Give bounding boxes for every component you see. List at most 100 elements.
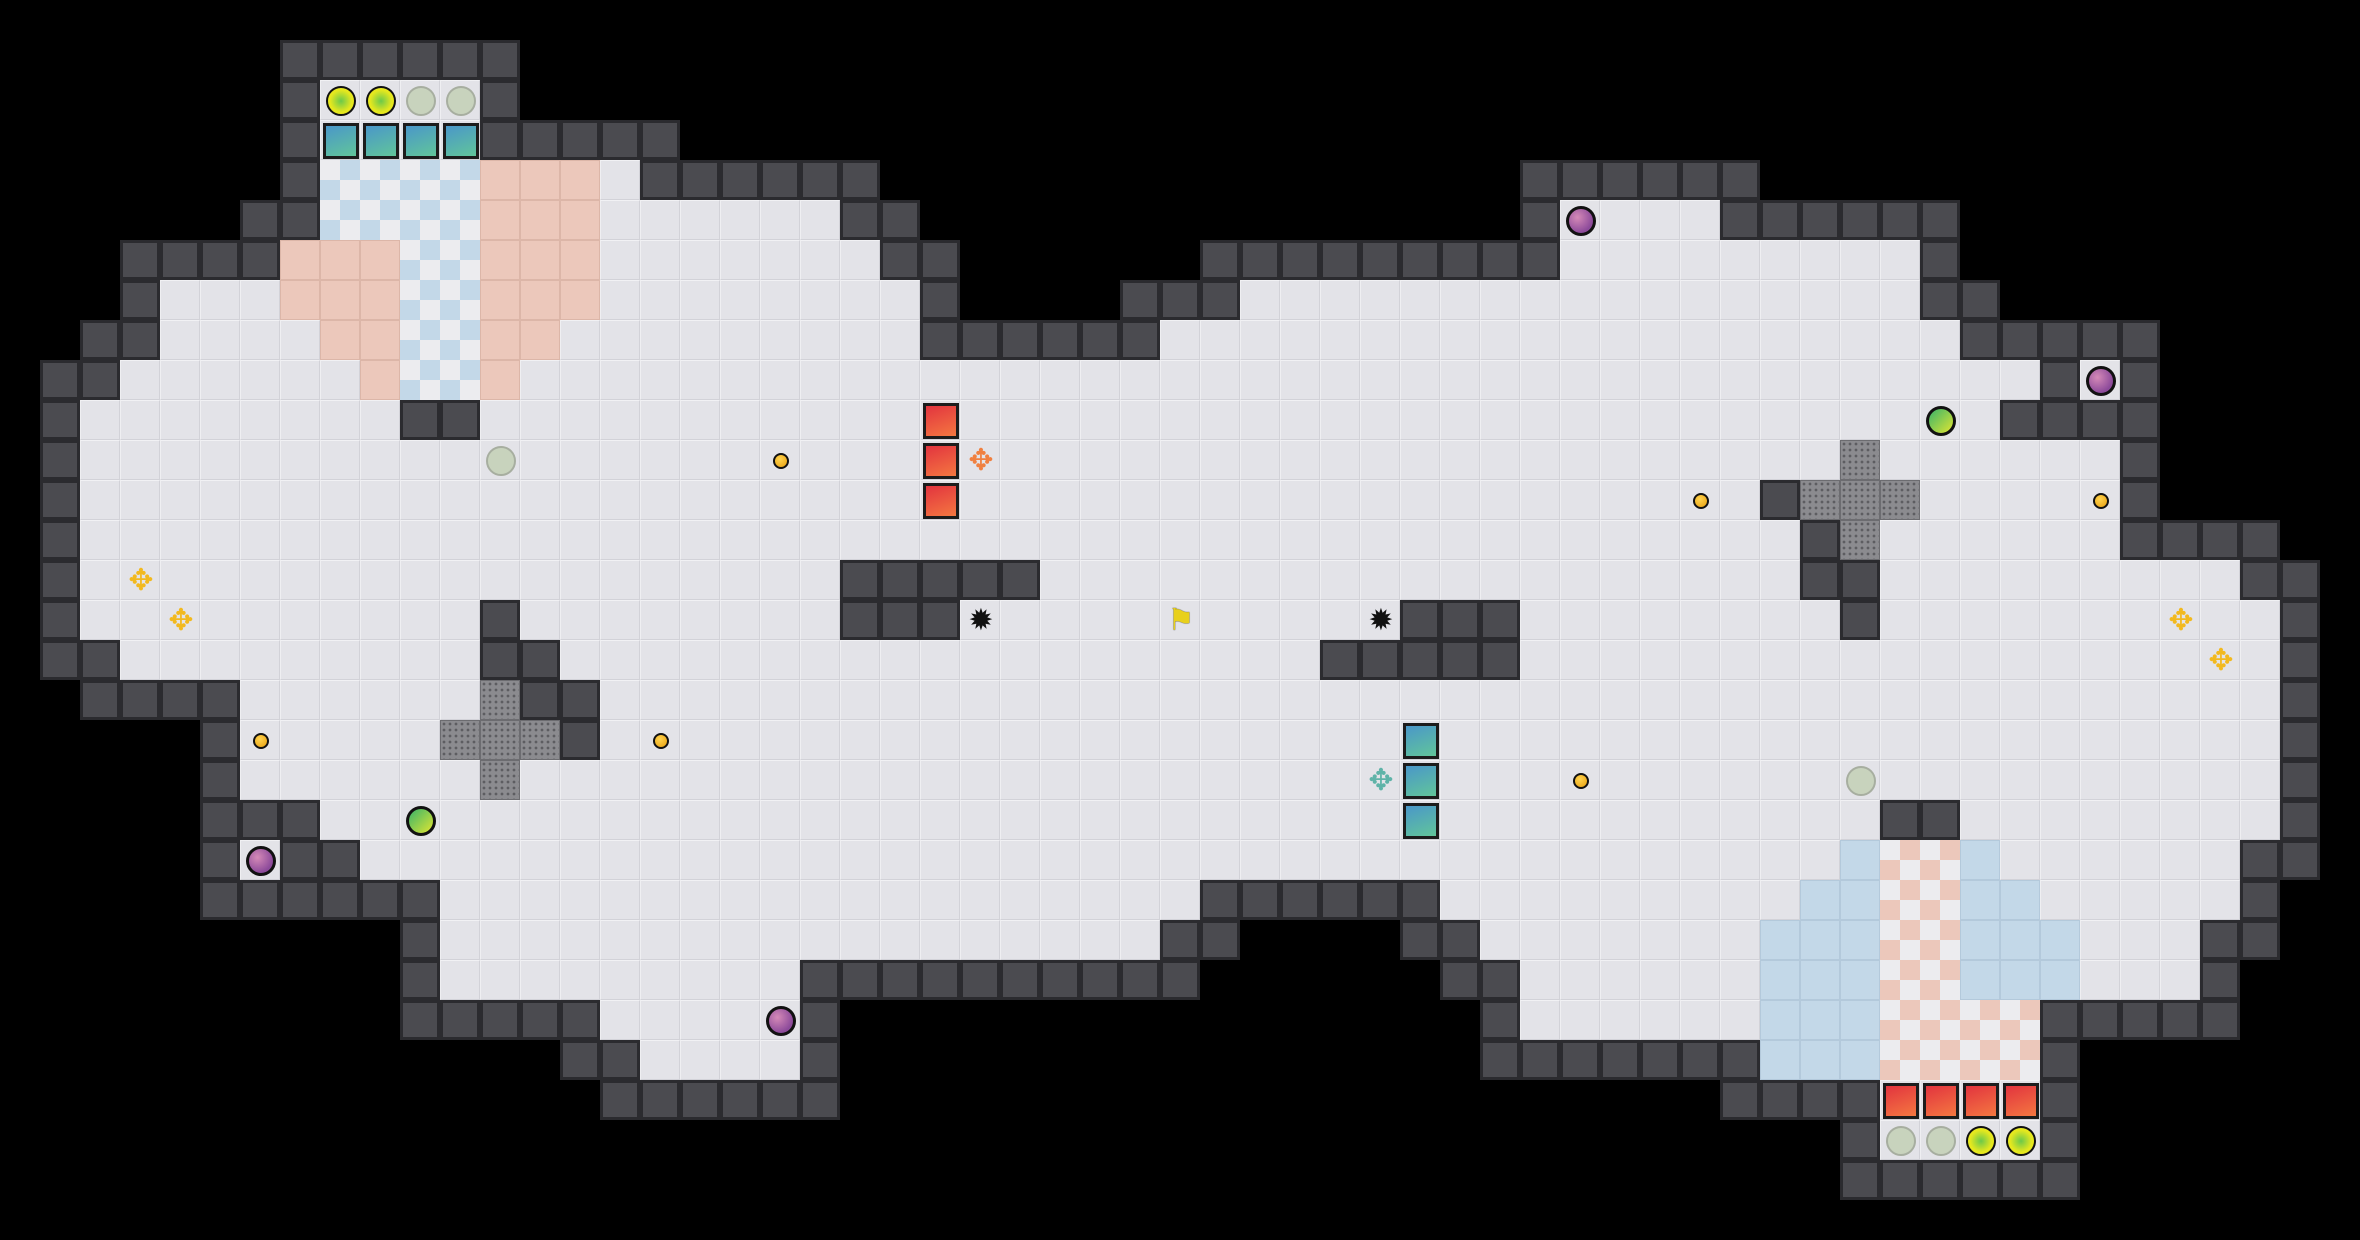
floor-tile bbox=[2160, 680, 2200, 720]
wall-tile bbox=[1600, 160, 1640, 200]
floor-tile bbox=[800, 440, 840, 480]
floor-tile bbox=[1640, 400, 1680, 440]
inactive-button-icon bbox=[1926, 1126, 1956, 1156]
floor-tile bbox=[1000, 920, 1040, 960]
grate-tile bbox=[1880, 480, 1920, 520]
floor-tile bbox=[1080, 520, 1120, 560]
floor-tile bbox=[1000, 880, 1040, 920]
floor-tile bbox=[760, 440, 800, 480]
floor-tile bbox=[1960, 720, 2000, 760]
teal-gate-icon bbox=[363, 123, 399, 159]
wall-tile bbox=[2040, 1040, 2080, 1080]
wall-tile bbox=[2280, 720, 2320, 760]
floor-tile bbox=[600, 320, 640, 360]
floor-tile bbox=[1120, 680, 1160, 720]
gate-teal-tile-item bbox=[1401, 721, 1441, 761]
wall-tile bbox=[560, 680, 600, 720]
floor-tile bbox=[480, 800, 520, 840]
blue-endzone-tile bbox=[1760, 920, 1800, 960]
floor-tile bbox=[1280, 480, 1320, 520]
floor-tile: ✥ bbox=[1360, 760, 1400, 800]
wall-tile bbox=[2120, 360, 2160, 400]
wall-tile bbox=[120, 280, 160, 320]
portal-tile-item bbox=[401, 801, 441, 841]
powerup-icon bbox=[653, 733, 669, 749]
floor-tile bbox=[1600, 400, 1640, 440]
floor-tile bbox=[1080, 880, 1120, 920]
floor-tile bbox=[2160, 720, 2200, 760]
floor-tile bbox=[240, 400, 280, 440]
wall-tile bbox=[2280, 800, 2320, 840]
wall-tile bbox=[1440, 640, 1480, 680]
floor-tile bbox=[1600, 560, 1640, 600]
floor-tile bbox=[520, 920, 560, 960]
wall-tile bbox=[720, 1080, 760, 1120]
floor-tile bbox=[320, 720, 360, 760]
red-spawn-tile bbox=[1880, 880, 1920, 920]
floor-tile bbox=[1160, 640, 1200, 680]
floor-tile bbox=[1040, 520, 1080, 560]
wall-tile bbox=[2200, 520, 2240, 560]
floor-tile bbox=[1680, 840, 1720, 880]
floor-tile bbox=[2120, 840, 2160, 880]
floor-tile bbox=[1440, 840, 1480, 880]
floor-tile bbox=[320, 680, 360, 720]
powerup-tile-item bbox=[761, 441, 801, 481]
floor-tile bbox=[720, 440, 760, 480]
floor-tile bbox=[1040, 600, 1080, 640]
wall-tile bbox=[1160, 920, 1200, 960]
wall-tile bbox=[80, 640, 120, 680]
wall-tile bbox=[80, 360, 120, 400]
wall-tile bbox=[1240, 240, 1280, 280]
floor-tile bbox=[640, 640, 680, 680]
floor-tile bbox=[400, 720, 440, 760]
floor-tile bbox=[1440, 800, 1480, 840]
floor-tile bbox=[1240, 720, 1280, 760]
floor-tile bbox=[1880, 440, 1920, 480]
floor-tile bbox=[680, 400, 720, 440]
floor-tile bbox=[1040, 920, 1080, 960]
wall-tile bbox=[120, 240, 160, 280]
wall-tile bbox=[1120, 960, 1160, 1000]
blue-endzone-tile bbox=[1760, 1040, 1800, 1080]
floor-tile bbox=[2200, 680, 2240, 720]
floor-tile bbox=[1840, 640, 1880, 680]
floor-tile bbox=[1360, 720, 1400, 760]
floor-tile bbox=[880, 520, 920, 560]
wall-tile bbox=[1440, 960, 1480, 1000]
wall-tile bbox=[2160, 520, 2200, 560]
red-spawn-tile bbox=[1960, 1040, 2000, 1080]
wall-tile bbox=[2240, 560, 2280, 600]
wall-tile bbox=[1400, 600, 1440, 640]
floor-tile bbox=[2080, 480, 2120, 520]
floor-tile bbox=[640, 520, 680, 560]
floor-tile bbox=[1080, 640, 1120, 680]
floor-tile bbox=[760, 680, 800, 720]
red-endzone-tile bbox=[520, 320, 560, 360]
floor-tile bbox=[1320, 400, 1360, 440]
bomb-tile-item bbox=[1561, 201, 1601, 241]
bomb-tile-item bbox=[761, 1001, 801, 1041]
floor-tile bbox=[240, 360, 280, 400]
floor-tile bbox=[640, 680, 680, 720]
floor-tile bbox=[1520, 400, 1560, 440]
floor-tile bbox=[1000, 480, 1040, 520]
wall-tile bbox=[2080, 1000, 2120, 1040]
floor-tile bbox=[1520, 640, 1560, 680]
floor-tile bbox=[840, 800, 880, 840]
floor-tile bbox=[80, 400, 120, 440]
floor-tile bbox=[920, 760, 960, 800]
wall-tile bbox=[200, 840, 240, 880]
wall-tile bbox=[1360, 240, 1400, 280]
floor-tile: ✥ bbox=[2160, 600, 2200, 640]
floor-tile bbox=[1240, 680, 1280, 720]
floor-tile bbox=[880, 280, 920, 320]
wall-tile bbox=[920, 960, 960, 1000]
floor-tile bbox=[680, 360, 720, 400]
floor-tile bbox=[640, 600, 680, 640]
wall-tile bbox=[440, 40, 480, 80]
floor-tile bbox=[2200, 880, 2240, 920]
wall-tile bbox=[1400, 880, 1440, 920]
floor-tile bbox=[960, 720, 1000, 760]
floor-tile bbox=[1160, 560, 1200, 600]
